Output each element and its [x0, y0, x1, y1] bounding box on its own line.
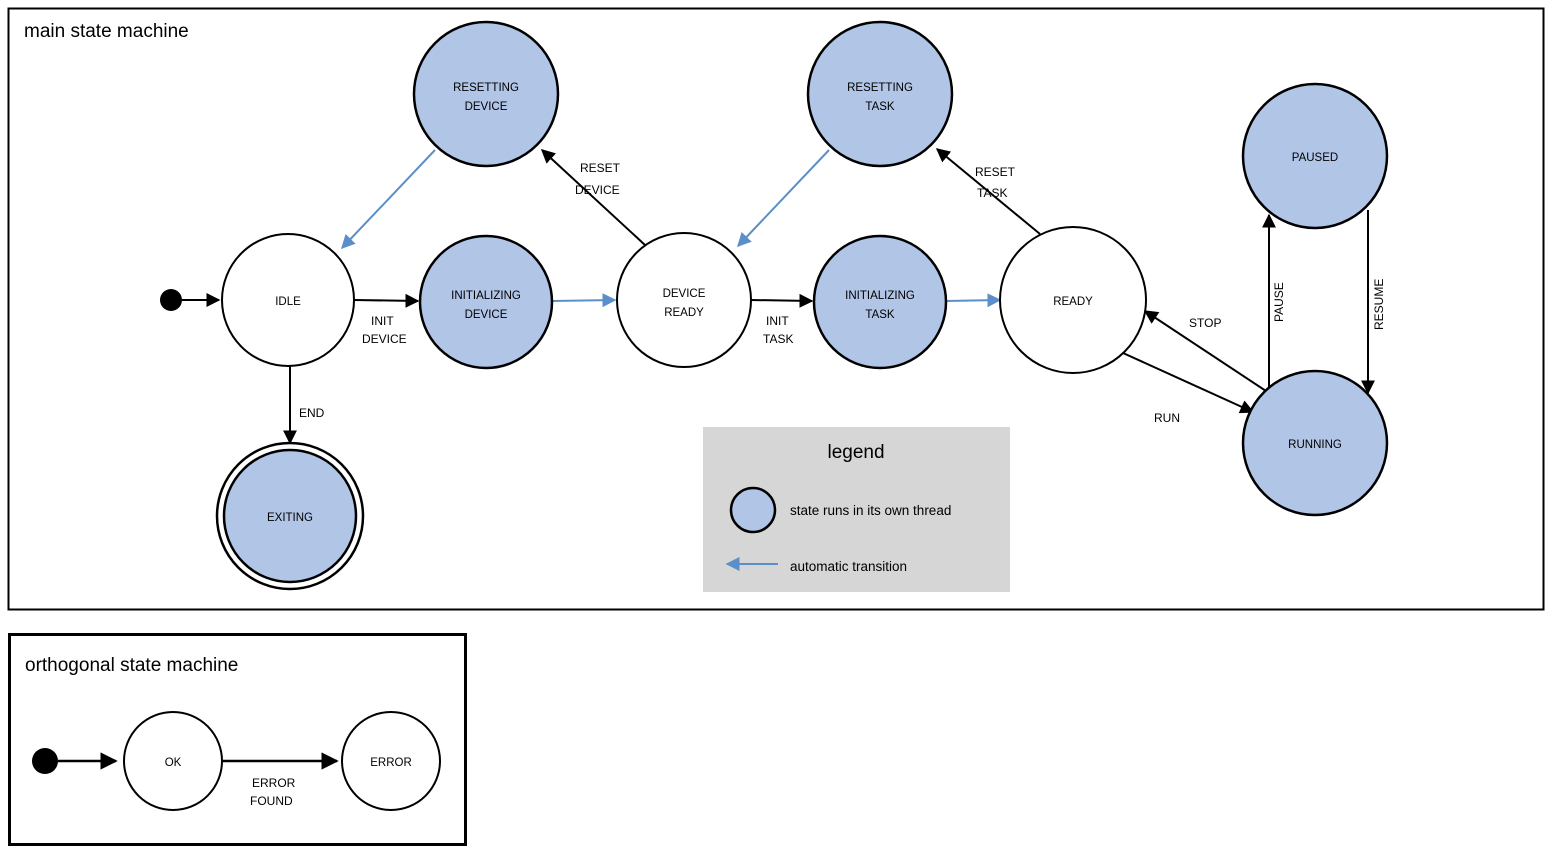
transition-arrow [540, 149, 646, 246]
state-ready[interactable]: READY [999, 226, 1147, 374]
transition-label-line1: RESET [580, 161, 621, 175]
auto-transition-arrow [341, 149, 436, 250]
orthogonal-states-layer: OK ERROR [32, 711, 441, 811]
transition-arrow [353, 293, 420, 308]
transition-label-line1: INIT [371, 314, 394, 328]
state-label: EXITING [267, 512, 313, 524]
transition-arrow [750, 293, 814, 308]
state-circle [616, 232, 752, 368]
transition-arrow [1122, 352, 1255, 414]
transition-resetting-device-to-idle[interactable] [341, 149, 436, 250]
auto-transition-arrow [737, 149, 830, 248]
main-transitions-layer: INIT DEVICE RESET DEVICE INIT TASK [182, 148, 1386, 445]
state-orthogonal-initial-pseudostate[interactable] [32, 748, 58, 774]
transition-label-line2: DEVICE [575, 183, 620, 197]
legend-item-automatic-transition: automatic transition [725, 557, 907, 574]
state-label: OK [165, 757, 182, 769]
transition-label-line1: INIT [766, 314, 789, 328]
state-circle [222, 448, 358, 584]
state-device-ready[interactable]: DEVICE READY [616, 232, 752, 368]
state-label-line2: TASK [865, 101, 895, 113]
transition-paused-to-running[interactable]: RESUME [1361, 210, 1386, 395]
state-circle [1241, 369, 1389, 517]
state-ok[interactable]: OK [123, 711, 223, 811]
legend-item-label: state runs in its own thread [790, 503, 951, 518]
transition-label-line2: FOUND [250, 794, 293, 808]
transition-idle-to-initializing-device[interactable]: INIT DEVICE [353, 293, 420, 346]
transition-ready-to-running[interactable]: RUN [1122, 352, 1255, 425]
state-circle [412, 20, 560, 168]
state-label: ERROR [370, 757, 412, 769]
state-error[interactable]: ERROR [341, 711, 441, 811]
state-label: RUNNING [1288, 439, 1342, 451]
transition-running-to-paused[interactable]: PAUSE [1262, 213, 1286, 398]
transition-ready-to-resetting-task[interactable]: RESET TASK [935, 148, 1041, 235]
main-frame-title: main state machine [24, 21, 189, 42]
state-label: IDLE [275, 296, 301, 308]
state-initializing-task[interactable]: INITIALIZING TASK [812, 234, 948, 370]
state-circle [418, 234, 554, 370]
state-label-line1: DEVICE [663, 288, 706, 300]
state-label-line1: RESETTING [847, 82, 913, 94]
transition-label: STOP [1189, 316, 1221, 330]
state-resetting-task[interactable]: RESETTING TASK [806, 20, 954, 168]
state-label-line2: READY [664, 307, 704, 319]
state-circle [221, 233, 355, 367]
transition-device-ready-to-initializing-task[interactable]: INIT TASK [750, 293, 814, 346]
transition-arrow [935, 148, 1041, 235]
state-initializing-device[interactable]: INITIALIZING DEVICE [418, 234, 554, 370]
transition-label: RESUME [1372, 279, 1386, 330]
state-circle [999, 226, 1147, 374]
transition-label-line2: TASK [977, 186, 1007, 200]
transition-arrow [1143, 310, 1267, 392]
state-circle [806, 20, 954, 168]
state-circle [341, 711, 441, 811]
state-label-line1: RESETTING [453, 82, 519, 94]
transition-label-line1: ERROR [252, 776, 296, 790]
transition-label: RUN [1154, 411, 1180, 425]
auto-transition-arrow [945, 293, 1002, 308]
state-label-line2: DEVICE [465, 101, 508, 113]
legend: legend state runs in its own thread auto… [703, 427, 1010, 592]
state-label-line2: DEVICE [465, 309, 508, 321]
state-exiting[interactable]: EXITING [215, 441, 365, 591]
orthogonal-frame-title: orthogonal state machine [25, 655, 238, 676]
state-running[interactable]: RUNNING [1241, 369, 1389, 517]
transition-idle-to-exiting[interactable]: END [283, 366, 325, 445]
legend-thread-circle-icon [729, 486, 777, 534]
state-circle [1241, 82, 1389, 230]
legend-item-label: automatic transition [790, 559, 907, 574]
state-paused[interactable]: PAUSED [1241, 82, 1389, 230]
transition-label-line2: DEVICE [362, 332, 407, 346]
state-circle [123, 711, 223, 811]
transition-label: PAUSE [1272, 282, 1286, 322]
state-idle[interactable]: IDLE [221, 233, 355, 367]
legend-title: legend [827, 442, 884, 463]
auto-transition-arrow [551, 293, 617, 308]
state-resetting-device[interactable]: RESETTING DEVICE [412, 20, 560, 168]
transition-resetting-task-to-device-ready[interactable] [737, 149, 830, 248]
state-label: READY [1053, 296, 1093, 308]
state-initial-pseudostate[interactable] [160, 289, 182, 311]
transition-initializing-device-to-device-ready[interactable] [551, 293, 617, 308]
transition-label-line1: RESET [975, 165, 1016, 179]
state-label-line1: INITIALIZING [845, 290, 915, 302]
transition-label-line2: TASK [763, 332, 793, 346]
transition-ok-to-error[interactable]: ERROR FOUND [222, 752, 339, 808]
state-circle [812, 234, 948, 370]
state-label-line1: INITIALIZING [451, 290, 521, 302]
transition-initializing-task-to-ready[interactable] [945, 293, 1002, 308]
transition-running-to-ready[interactable]: STOP [1143, 310, 1267, 392]
state-label: PAUSED [1292, 152, 1338, 164]
legend-item-threaded-state: state runs in its own thread [729, 486, 951, 534]
state-label-line2: TASK [865, 309, 895, 321]
transition-device-ready-to-resetting-device[interactable]: RESET DEVICE [540, 149, 646, 246]
main-states-layer: IDLE RESETTING DEVICE INITIALIZING DEVIC… [160, 20, 1389, 591]
transition-label: END [299, 406, 325, 420]
orthogonal-transitions-layer: ERROR FOUND [58, 752, 339, 808]
